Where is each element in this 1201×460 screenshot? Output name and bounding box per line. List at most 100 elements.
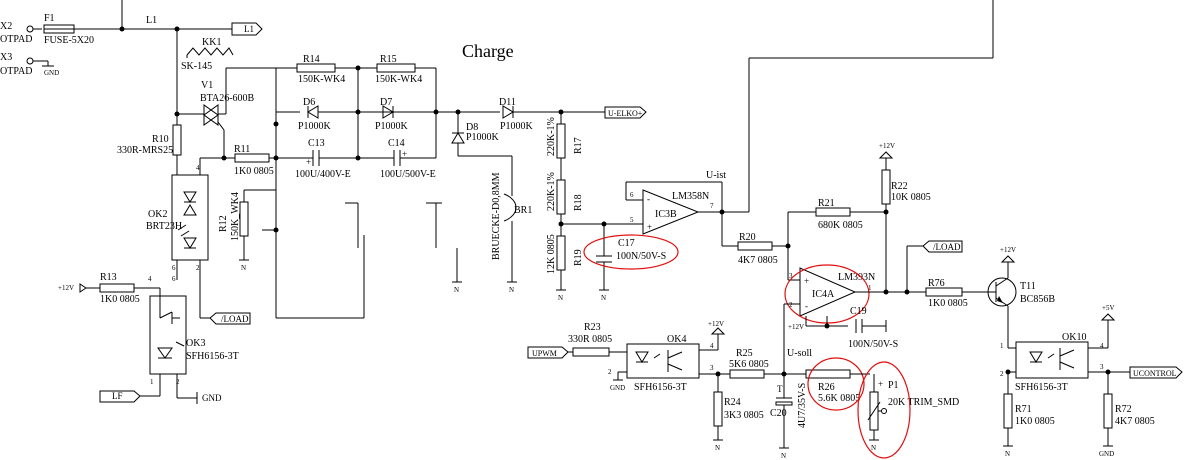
terminal-x2: X2 OTPAD — [0, 21, 42, 45]
ok10-value: SFH6156-3T — [1015, 382, 1068, 393]
r26-value: 5.6K 0805 — [818, 393, 860, 404]
c20-n: N — [781, 452, 786, 460]
ok3-pin1: 1 — [150, 378, 154, 386]
r22-value: 10K 0805 — [891, 192, 931, 203]
ok3-pin2: 2 — [176, 378, 180, 386]
ok3-gnd: GND — [202, 393, 222, 403]
load-left-text: /LOAD — [221, 314, 249, 324]
ic4a-pin1: 1 — [868, 284, 872, 292]
ok10-pin2: 2 — [1000, 370, 1004, 378]
ic4a-plus: + — [804, 276, 809, 286]
highlight-c17 — [583, 234, 679, 270]
kk1-ref: KK1 — [202, 37, 221, 48]
ic3b-ref: IC3B — [655, 209, 677, 220]
resistor-r19: R19 12K 0805 — [546, 234, 584, 274]
r15-value: 150K-WK4 — [375, 74, 422, 85]
resistor-r25: R25 5K6 0805 — [729, 348, 769, 379]
r76-ref: R76 — [928, 278, 945, 289]
l1-flag-text: L1 — [244, 24, 254, 34]
r13-value: 1K0 0805 — [100, 294, 140, 305]
resistor-r10: R10 330R-MRS25 — [117, 124, 182, 156]
resistor-r17: R17 220K-1% — [546, 117, 584, 159]
c14-ref: C14 — [388, 138, 405, 149]
capacitor-c13: C13 + 100U/400V-E — [295, 138, 351, 180]
diode-d8: D8 P1000K — [451, 112, 500, 156]
r24-n: N — [715, 444, 720, 452]
schematic-title: Charge — [462, 41, 514, 61]
r18-ref: R18 — [573, 194, 584, 211]
r72-ref: R72 — [1115, 404, 1132, 415]
r12-ref: R12 — [218, 215, 229, 232]
x2-ref: X2 — [0, 21, 12, 32]
r20-value: 4K7 0805 — [738, 255, 778, 266]
d11-ref: D11 — [499, 97, 516, 108]
net-flag-ucontrol: UCONTROL — [1129, 366, 1183, 379]
ic4a-value: LM393N — [838, 272, 875, 283]
r24-ref: R24 — [724, 397, 741, 408]
net-flag-load-left: /LOAD — [209, 312, 251, 325]
r21-ref: R21 — [818, 198, 835, 209]
r12-value: 150K_WK4 — [230, 192, 241, 241]
r72-gnd: GND — [1099, 450, 1114, 458]
load-right-text: /LOAD — [933, 242, 961, 252]
resistor-r14: R14 150K-WK4 — [296, 54, 345, 85]
x2-type: OTPAD — [0, 34, 32, 45]
c19-ref: C19 — [850, 306, 867, 317]
highlight-p1 — [857, 361, 911, 459]
ok2-pin2: 2 — [196, 264, 200, 272]
resistor-r20: R20 4K7 0805 — [737, 232, 778, 266]
p1-n: N — [871, 444, 876, 452]
r71-value: 1K0 0805 — [1015, 416, 1055, 427]
r22-p12v: +12V — [879, 142, 895, 150]
ok4-p12v: +12V — [708, 320, 724, 328]
net-flag-u-elko: U-ELKO+ — [604, 106, 647, 119]
r71-ref: R71 — [1015, 404, 1032, 415]
c17-ref: C17 — [618, 238, 635, 249]
d8-value: P1000K — [466, 132, 500, 143]
r14-value: 150K-WK4 — [298, 74, 345, 85]
ok3-value: SFH6156-3T — [186, 351, 239, 362]
capacitor-c17: C17 100N/50V-S N — [596, 224, 666, 302]
ok2-ref: OK2 — [148, 209, 167, 220]
ic3b-minus: - — [647, 194, 650, 204]
x3-type: OTPAD — [0, 66, 32, 77]
capacitor-c19: +12V C19 100N/50V-S — [788, 306, 898, 350]
resistor-r72: R72 4K7 0805 — [1103, 393, 1155, 429]
ok3-pin6: 6 — [172, 275, 176, 283]
diode-d11: D11 P1000K — [499, 97, 534, 132]
opto-ok3: 4 6 1 2 — [148, 275, 187, 386]
r23-value: 330R 0805 — [568, 334, 612, 345]
r19-n: N — [558, 294, 563, 302]
c17-value: 100N/50V-S — [616, 251, 666, 262]
r17-ref: R17 — [573, 137, 584, 154]
u-ist-label: U-ist — [706, 170, 726, 181]
t11-value: BC856B — [1020, 294, 1055, 305]
r20-ref: R20 — [739, 232, 756, 243]
u-elko-text: U-ELKO+ — [608, 109, 643, 118]
capacitor-c14: C14 + 100U/500V-E — [380, 138, 436, 180]
c20-ref: C20 — [770, 408, 787, 419]
t11-p12v: +12V — [1000, 246, 1016, 254]
r25-value: 5K6 0805 — [729, 359, 769, 370]
r19-ref: R19 — [573, 249, 584, 266]
ok4-value: SFH6156-3T — [634, 382, 687, 393]
ok2-pin6: 6 — [172, 264, 176, 272]
d7-ref: D7 — [380, 97, 392, 108]
resistor-r22: +12V R22 10K 0805 — [878, 142, 931, 205]
r11-ref: R11 — [234, 144, 250, 155]
r21-value: 680K 0805 — [818, 220, 863, 231]
f1-value: FUSE-5X20 — [44, 35, 94, 46]
d8-ref: D8 — [466, 122, 478, 133]
net-flag-l1: L1 — [231, 22, 263, 36]
opto-ok4: OK4 SFH6156-3T 2 4 3 — [608, 334, 714, 393]
opto-ok10: OK10 SFH6156-3T 1 2 4 3 — [1000, 332, 1104, 393]
resistor-r11: R11 1K0 0805 — [234, 144, 274, 177]
net-flag-lf: LF — [99, 390, 141, 403]
r10-ref: R10 — [152, 134, 169, 145]
r15-ref: R15 — [380, 54, 397, 65]
resistor-r21: R21 680K 0805 — [815, 198, 863, 231]
c20-value: 4U7/35V-S — [797, 383, 808, 428]
ok2-pin4: 4 — [196, 164, 200, 172]
l1-label: L1 — [146, 15, 157, 26]
